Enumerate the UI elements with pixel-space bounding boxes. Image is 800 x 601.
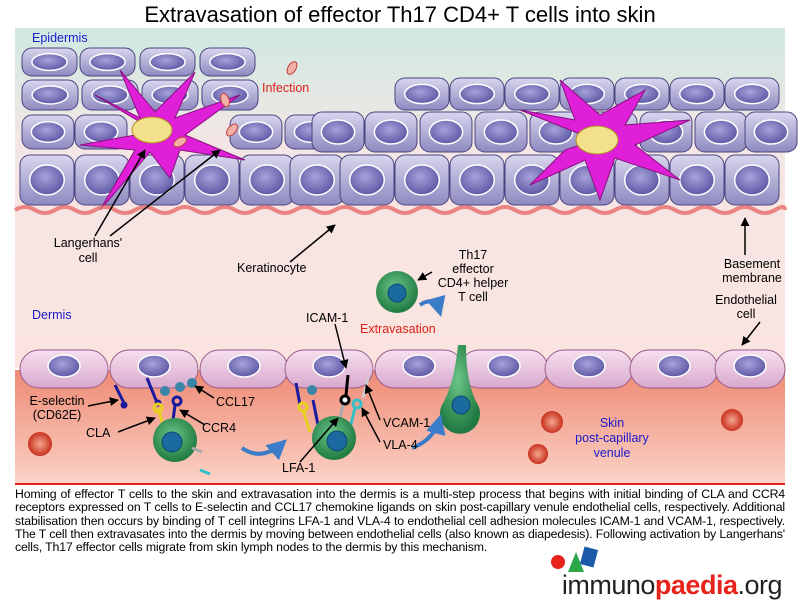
- label-icam1: ICAM-1: [306, 311, 348, 325]
- keratinocyte: [724, 154, 780, 206]
- keratinocyte: [201, 79, 259, 111]
- keratinocyte: [311, 111, 365, 153]
- label-lfa1: LFA-1: [282, 461, 315, 475]
- label-vcam1: VCAM-1: [383, 416, 430, 430]
- immunopaedia-logo[interactable]: immunopaedia.org: [550, 546, 782, 601]
- endothelial-cell: [19, 349, 109, 389]
- keratinocyte: [694, 111, 748, 153]
- keratinocyte: [669, 77, 725, 111]
- label-langerhans: Langerhans'cell: [54, 236, 122, 265]
- keratinocyte: [724, 77, 780, 111]
- page-title: Extravasation of effector Th17 CD4+ T ce…: [144, 2, 656, 27]
- keratinocyte: [21, 79, 79, 111]
- label-ccr4: CCR4: [202, 421, 236, 435]
- langerhans-cell-right: [519, 79, 691, 202]
- logo-text-paedia: paedia: [654, 570, 738, 600]
- label-vla4: VLA-4: [383, 438, 418, 452]
- keratinocyte: [744, 111, 798, 153]
- t-cell-arrested: [312, 416, 356, 460]
- keratinocyte: [504, 77, 560, 111]
- endothelial-cell: [199, 349, 289, 389]
- basement-membrane: [13, 205, 787, 215]
- label-ccl17: CCL17: [216, 395, 255, 409]
- label-epidermis: Epidermis: [32, 31, 88, 45]
- figure-caption: Homing of effector T cells to the skin a…: [15, 487, 785, 555]
- keratinocyte: [504, 154, 560, 206]
- logo-mark-icon: [550, 546, 598, 572]
- keratinocyte: [669, 154, 725, 206]
- t-cell-diapedesis: [440, 345, 480, 434]
- label-dermis: Dermis: [32, 308, 72, 322]
- keratinocyte: [79, 47, 136, 77]
- endothelial-cell: [629, 349, 719, 389]
- migration-arrows: [240, 294, 446, 461]
- logo-text-immuno: immuno: [561, 570, 656, 600]
- t-cell-dermis: [376, 271, 418, 313]
- endothelial-cell: [374, 349, 464, 389]
- endothelial-cell: [284, 349, 374, 389]
- keratinocyte: [364, 111, 418, 153]
- keratinocyte: [449, 77, 505, 111]
- endothelial-cell: [544, 349, 634, 389]
- label-cla: CLA: [86, 426, 111, 440]
- keratinocyte: [474, 111, 528, 153]
- keratinocyte: [339, 154, 395, 206]
- keratinocyte: [21, 47, 78, 77]
- label-pointers: [87, 149, 761, 463]
- endothelial-cell: [459, 349, 549, 389]
- endothelial-layer: [19, 349, 786, 389]
- endothelial-cell: [714, 349, 786, 389]
- keratinocyte: [239, 154, 295, 206]
- label-e-selectin: E-selectin(CD62E): [30, 394, 85, 422]
- keratinocyte: [419, 111, 473, 153]
- keratinocyte: [199, 47, 256, 77]
- keratinocyte: [81, 79, 139, 111]
- keratinocyte: [289, 154, 345, 206]
- label-infection: Infection: [262, 81, 309, 95]
- endothelial-cell: [109, 349, 199, 389]
- label-extravasation: Extravasation: [360, 322, 436, 336]
- label-keratinocyte: Keratinocyte: [237, 261, 307, 275]
- logo-text-org: .org: [737, 570, 782, 600]
- langerhans-cell-left: [79, 69, 246, 211]
- red-blood-cells: [28, 409, 743, 464]
- t-cell-rolling: [153, 418, 211, 476]
- venule-lumen: [15, 370, 785, 483]
- infection-microbes: [173, 61, 298, 148]
- keratinocyte-layer: [19, 47, 798, 206]
- keratinocyte: [229, 114, 283, 150]
- labels: Epidermis Infection Langerhans'cell Kera…: [30, 31, 782, 475]
- keratinocyte: [19, 154, 75, 206]
- keratinocyte: [394, 154, 450, 206]
- keratinocyte: [394, 77, 450, 111]
- keratinocyte: [184, 154, 240, 206]
- keratinocyte: [21, 114, 75, 150]
- keratinocyte: [449, 154, 505, 206]
- keratinocyte: [139, 47, 196, 77]
